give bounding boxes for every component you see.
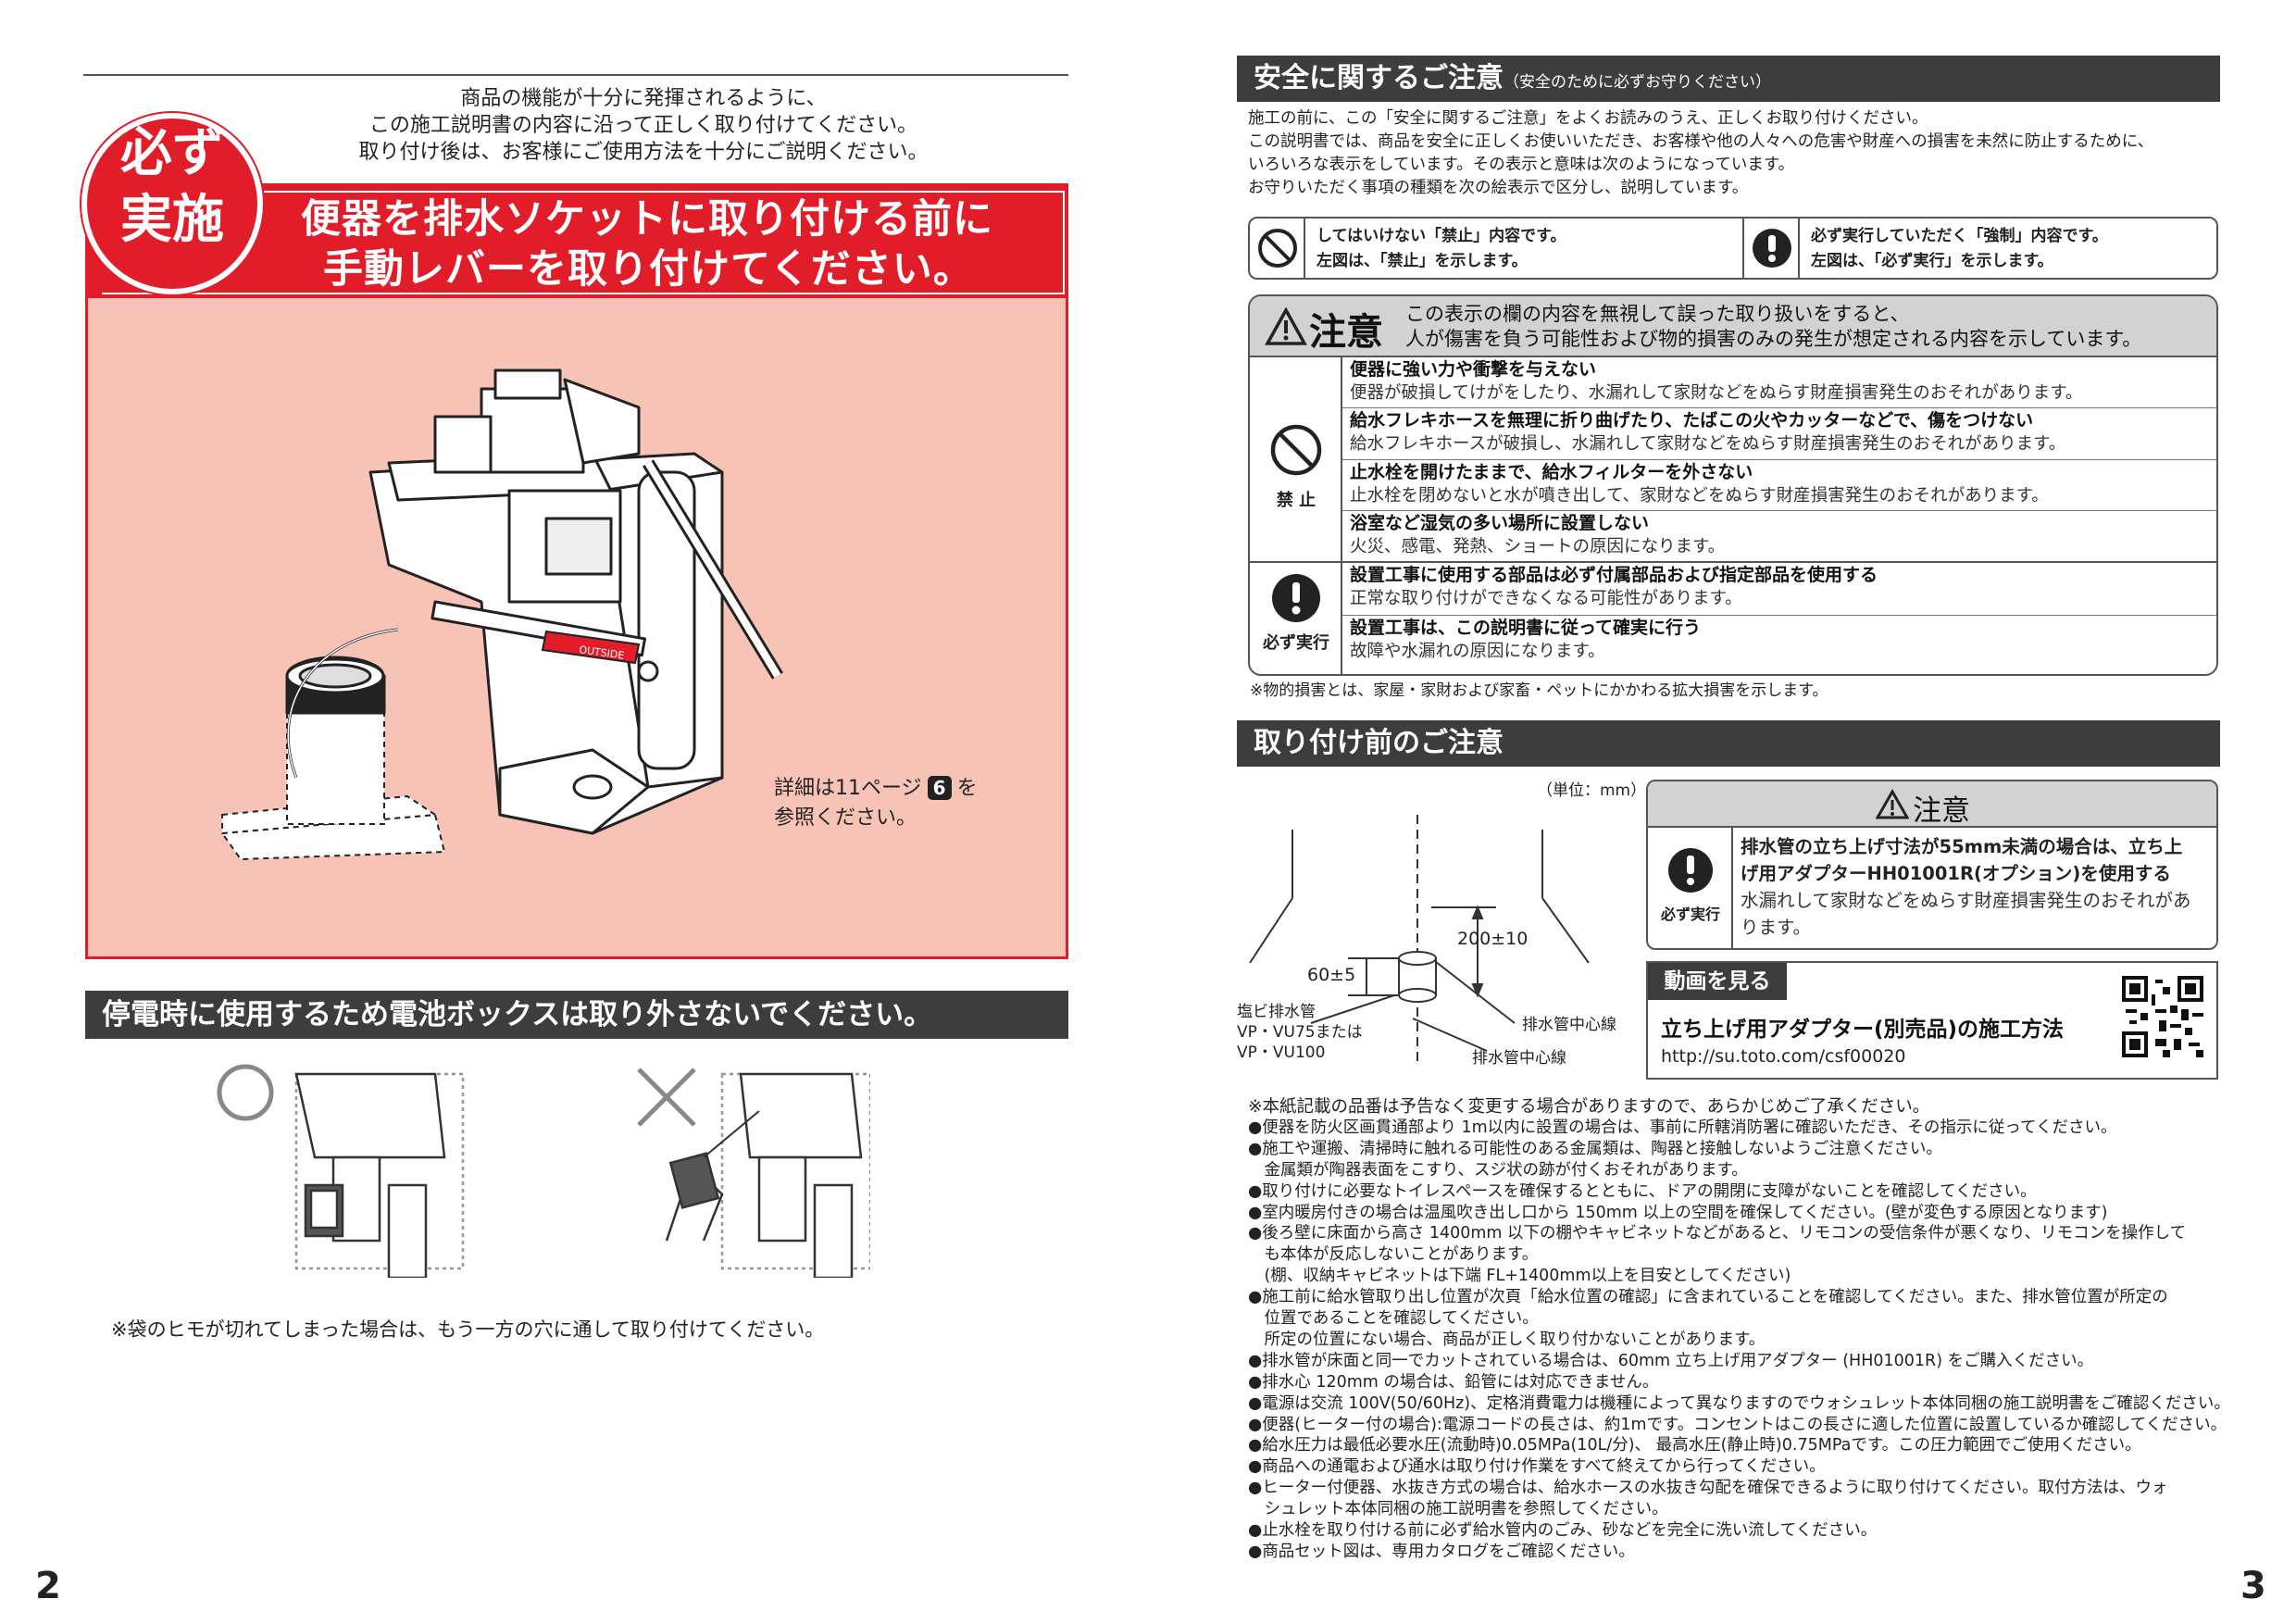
headline: 便器を排水ソケットに取り付ける前に 手動レバーを取り付けてください。 — [301, 196, 993, 293]
caution-label: 注意 — [1309, 311, 1383, 354]
must-do-badge-text: 必ず 実施 — [120, 123, 224, 250]
note-item: ●給水圧力は最低必要水圧(流動時)0.05MPa(10L/分)、 最高水圧(静止… — [1248, 1436, 2141, 1455]
battery-box-illustrations — [217, 1064, 870, 1278]
string-note: ※袋のヒモが切れてしまった場合は、もう一方の穴に通して取り付けてください。 — [111, 1318, 825, 1341]
pre-install-heading: 取り付け前のご注意 — [1237, 720, 2220, 767]
dimension-200: 200±10 — [1457, 929, 1529, 949]
dimension-60: 60±5 — [1307, 965, 1356, 985]
note-item: ●室内暖房付きの場合は温風吹き出し口から 150mm 以上の空間を確保してくださ… — [1248, 1203, 2108, 1222]
note-item: ●排水管が床面と同一でカットされている場合は、60mm 立ち上げ用アダプター (… — [1248, 1351, 2094, 1370]
page-number-right: 3 — [2240, 1565, 2266, 1607]
unit-label: （単位：mm） — [1537, 781, 1647, 800]
note-item: (棚、収納キャビネットは下端 FL+1400mm以上を目安としてください) — [1248, 1267, 1791, 1286]
safety-heading: 安全に関するご注意（安全のために必ずお守りください） — [1237, 56, 2220, 102]
note-item: ●施工や運搬、清掃時に触れる可能性のある金属類は、陶器と接触しないようご注意くだ… — [1248, 1139, 1942, 1158]
qr-code-icon[interactable] — [2118, 972, 2207, 1061]
caution-item: 給水フレキホースを無理に折り曲げたり、たばこの火やカッターなどで、傷をつけない給… — [1342, 407, 2216, 456]
mandatory-label: 必ず実行 — [1660, 906, 1720, 923]
pipe-spec-label: 塩ビ排水管 VP・VU75または VP・VU100 — [1237, 1003, 1363, 1062]
must-do-badge — [81, 113, 263, 294]
page-number-left: 2 — [35, 1565, 61, 1607]
legend-mandatory-text: 必ず実行していただく「強制」内容です。 左図は、「必ず実行」を示します。 — [1811, 227, 2108, 270]
caution-header: 注意 この表示の欄の内容を無視して誤った取り扱いをすると、 人が傷害を負う可能性… — [1250, 296, 2216, 357]
property-damage-note: ※物的損害とは、家屋・家財および家畜・ペットにかかわる拡大損害を示します。 — [1250, 681, 1828, 700]
note-item: ※本紙記載の品番は予告なく変更する場合がありますので、あらかじめご了承ください。 — [1248, 1097, 1930, 1117]
adapter-caution-box: 注意 必ず実行 排水管の立ち上げ寸法が55mm未満の場合は、立ち上 げ用アダプタ… — [1646, 780, 2218, 950]
video-title[interactable]: 立ち上げ用アダプター(別売品)の施工方法 — [1661, 1018, 2065, 1042]
note-item: ●後ろ壁に床面から高さ 1400mm 以下の棚やキャビネットなどがあると、リモコ… — [1248, 1224, 2187, 1243]
note-item: ●電源は交流 100V(50/60Hz)、定格消費電力は機種によって異なりますの… — [1248, 1393, 2230, 1413]
caution-table: 注意 この表示の欄の内容を無視して誤った取り扱いをすると、 人が傷害を負う可能性… — [1248, 294, 2218, 676]
mandatory-icon — [1272, 574, 1320, 622]
note-item: ●取り付けに必要なトイレスペースを確保するとともに、ドアの開閉に支障がないことを… — [1248, 1181, 2037, 1201]
note-item: 金属類が陶器表面をこすり、スジ状の跡が付くおそれがあります。 — [1248, 1160, 1748, 1180]
video-url[interactable]: http://su.toto.com/csf00020 — [1661, 1046, 1906, 1067]
ok-circle-icon — [217, 1064, 274, 1121]
note-item: ●商品セット図は、専用カタログをご確認ください。 — [1248, 1542, 1635, 1561]
lever-tag — [541, 630, 641, 665]
note-item: ●ヒーター付便器、水抜き方式の場合は、給水ホースの水抜き勾配を確保できるように取… — [1248, 1479, 2168, 1498]
center-line-label: 排水管中心線 — [1522, 1016, 1616, 1034]
note-item: 位置であることを確認してください。 — [1248, 1309, 1539, 1328]
caution-description: この表示の欄の内容を無視して誤った取り扱いをすると、 人が傷害を負う可能性および… — [1405, 303, 2142, 350]
note-item: ●排水心 120mm の場合は、鉛管には対応できません。 — [1248, 1372, 1659, 1392]
legend-prohibit-text: してはいけない「禁止」内容です。 左図は、「禁止」を示します。 — [1316, 227, 1566, 270]
ng-cross-icon — [637, 1068, 696, 1127]
note-item: ●止水栓を取り付ける前に必ず給水管内のごみ、砂などを完全に洗い流してください。 — [1248, 1521, 1878, 1540]
note-item: ●商品への通電および通水は取り付け作業をすべて終えてから行ってください。 — [1248, 1457, 1826, 1477]
symbol-legend: してはいけない「禁止」内容です。 左図は、「禁止」を示します。 必ず実行していた… — [1248, 217, 2218, 280]
prohibit-label: 禁 止 — [1276, 491, 1316, 510]
note-item: ●施工前に給水管取り出し位置が次頁「給水位置の確認」に含まれていることを確認して… — [1248, 1288, 2168, 1307]
drain-pipe — [1398, 951, 1437, 1003]
note-item: も本体が反応しないことがあります。 — [1248, 1245, 1539, 1265]
caution-item: 便器に強い力や衝撃を与えない便器が破損してけがをしたり、水漏れして家財などをぬら… — [1350, 359, 2083, 403]
caution-item: 浴室など湿気の多い場所に設置しない火災、感電、発熱、ショートの原因になります。 — [1342, 510, 2216, 558]
top-rule — [83, 74, 1068, 76]
icon-column: 禁 止 必ず実行 — [1250, 357, 1342, 674]
mandatory-icon — [1753, 229, 1791, 268]
center-line-label: 排水管中心線 — [1472, 1049, 1566, 1068]
warning-triangle-icon — [1876, 789, 1909, 819]
caution-item: 止水栓を開けたままで、給水フィルターを外さない止水栓を閉めないと水が噴き出して、… — [1342, 459, 2216, 507]
tank-lever-illustration: OUTSIDE — [221, 369, 783, 860]
adapter-caution-text: 排水管の立ち上げ寸法が55mm未満の場合は、立ち上 げ用アダプターHH01001… — [1741, 836, 2191, 938]
mandatory-icon — [1668, 848, 1713, 893]
video-link-box[interactable]: 動画を見る 立ち上げ用アダプター(別売品)の施工方法 http://su.tot… — [1646, 961, 2218, 1080]
safety-intro: 施工の前に、この「安全に関するご注意」をよくお読みのうえ、正しくお取り付けくださ… — [1248, 109, 2154, 197]
prohibited-icon — [1258, 229, 1297, 268]
note-item: 所定の位置にない場合、商品が正しく取り付かないことがあります。 — [1248, 1330, 1766, 1349]
mandatory-label: 必ず実行 — [1263, 633, 1329, 653]
note-item: ●便器(ヒーター付の場合):電源コードの長さは、約1mです。コンセントはこの長さ… — [1248, 1415, 2227, 1434]
ok-installation-drawing — [294, 1072, 465, 1278]
prohibited-icon — [1270, 424, 1322, 476]
headline-banner-inner-border — [102, 191, 1065, 294]
caution-label: 注意 — [1913, 794, 1970, 828]
step-number-badge: 6 — [927, 776, 952, 800]
note-item: ●便器を防火区画貫通部より 1m以内に設置の場合は、事前に所轄消防署に確認いただ… — [1248, 1118, 2117, 1137]
drain-pipe-diagram — [1249, 815, 1590, 1065]
ng-removal-drawing — [665, 1072, 870, 1278]
intro-text: 商品の機能が十分に発揮されるように、 この施工説明書の内容に沿って正しく取り付け… — [358, 87, 929, 164]
warning-triangle-icon — [1265, 307, 1307, 345]
caution-item: 設置工事は、この説明書に従って確実に行う故障や水漏れの原因になります。 — [1342, 615, 2216, 663]
video-tab: 動画を見る — [1648, 963, 1787, 1000]
battery-box-heading: 停電時に使用するため電池ボックスは取り外さないでください。 — [85, 991, 1068, 1039]
note-item: シュレット本体同梱の施工説明書を参照してください。 — [1248, 1500, 1668, 1519]
caution-item: 設置工事に使用する部品は必ず付属部品および指定部品を使用する正常な取り付けができ… — [1342, 561, 2216, 610]
